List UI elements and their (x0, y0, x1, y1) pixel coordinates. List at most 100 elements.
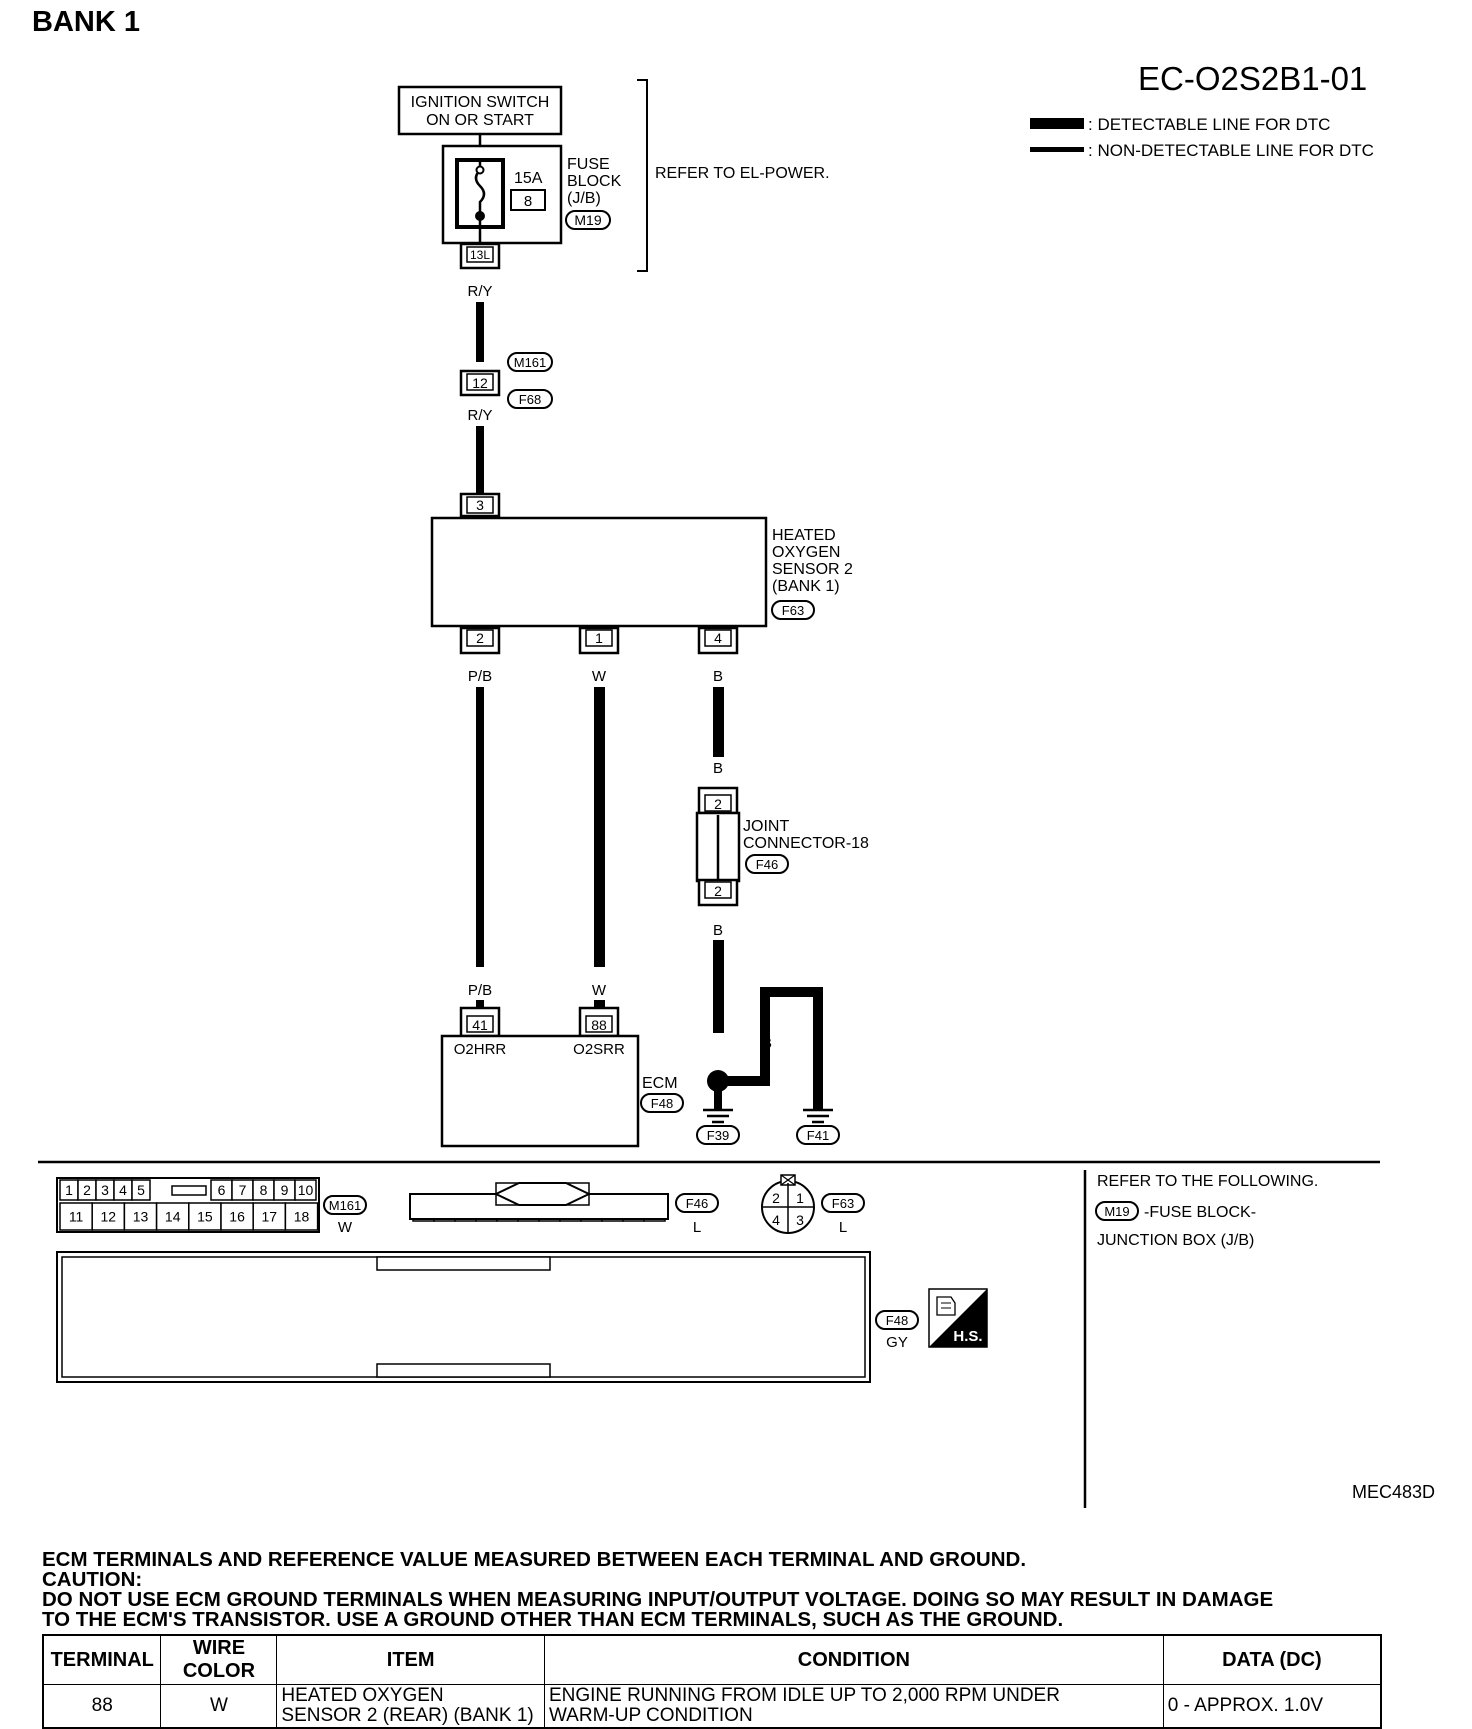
hs-label: H.S. (953, 1328, 982, 1345)
joint-pin-top: 2 (714, 796, 722, 812)
view-f48-housing (56, 1251, 871, 1383)
view-label-f46: F46 (686, 1196, 708, 1211)
wire-color-b-4: B (762, 1035, 772, 1052)
view-m161-pin-12: 12 (101, 1209, 117, 1225)
view-m161-pin-15: 15 (197, 1209, 213, 1225)
view-m161-pin-16-cell (220, 1202, 254, 1231)
connector-oval-f39 (696, 1125, 740, 1145)
wire-color-ry-1: R/Y (467, 283, 492, 300)
view-m161-pin-18: 18 (294, 1209, 310, 1225)
cell-item-line-1: HEATED OXYGEN (281, 1685, 444, 1706)
ecm-terminal-o2hrr: O2HRR (454, 1041, 507, 1058)
wire-color-b-3: B (713, 922, 723, 939)
cell-condition-line-1: ENGINE RUNNING FROM IDLE UP TO 2,000 RPM… (548, 1685, 1060, 1706)
view-m161-pin-9: 9 (281, 1182, 289, 1198)
header-wire-color: WIRE COLOR (160, 1634, 278, 1685)
wire-w (594, 687, 605, 967)
connector-oval-f63 (771, 600, 815, 620)
wire-color-b-5: B (813, 1035, 823, 1052)
wire-color-w-2: W (592, 982, 607, 999)
header-terminal: TERMINAL (42, 1634, 162, 1685)
wire-color-pb-2: P/B (468, 982, 492, 999)
view-oval-f48 (875, 1310, 919, 1330)
view-m161-housing (56, 1177, 320, 1233)
wire-color-pb-1: P/B (468, 668, 492, 685)
diagram-code: EC-O2S2B1-01 (1138, 60, 1367, 97)
view-f63-pin-b: 1 (796, 1190, 804, 1206)
pin-12: 12 (472, 375, 488, 391)
wire-b-sensor (713, 687, 724, 757)
refer-title: REFER TO THE FOLLOWING. (1097, 1173, 1318, 1190)
note-line-2: CAUTION: (42, 1568, 143, 1591)
connector-oval-m161 (507, 352, 553, 372)
sensor-pin-3: 3 (476, 497, 484, 513)
ignition-switch-label-1: IGNITION SWITCH (411, 94, 550, 111)
sensor-label-1: HEATED (772, 527, 836, 544)
figure-id: MEC483D (1352, 1482, 1435, 1502)
wire-color-ry-2: R/Y (467, 407, 492, 424)
connector-label-f68: F68 (519, 392, 541, 407)
cell-condition-line-2: WARM-UP CONDITION (548, 1705, 753, 1726)
wire-color-b-2: B (713, 760, 723, 777)
wire-color-b-1: B (713, 668, 723, 685)
view-m161-pin-13-cell (123, 1202, 158, 1231)
wire-ry-upper (476, 302, 484, 362)
view-m161-pin-14: 14 (165, 1209, 181, 1225)
connector-label-f41: F41 (807, 1128, 829, 1143)
table-row: 88 W HEATED OXYGEN SENSOR 2 (REAR) (BANK… (42, 1684, 1382, 1729)
view-oval-f46 (675, 1193, 719, 1213)
legend-thick-line (1030, 118, 1084, 129)
view-m161-pin-8: 8 (260, 1182, 268, 1198)
connector-label-f46: F46 (756, 857, 778, 872)
terminal-13l: 13L (470, 248, 490, 262)
view-m161-pin-11-cell (59, 1202, 93, 1231)
sensor-label-3: SENSOR 2 (772, 561, 853, 578)
ecm-pin-41: 41 (472, 1017, 488, 1033)
hs-icon (928, 1288, 988, 1348)
view-m161-pin-10: 10 (298, 1182, 314, 1198)
connector-oval-f41 (796, 1125, 840, 1145)
connector-label-m19: M19 (574, 212, 601, 228)
refer-desc-1: -FUSE BLOCK- (1144, 1204, 1256, 1221)
fuse-block-label-1: FUSE (567, 156, 610, 173)
ecm-reference-section: ECM TERMINALS AND REFERENCE VALUE MEASUR… (42, 1548, 1382, 1729)
cell-wire-color: W (160, 1684, 278, 1729)
sensor-pin-1: 1 (595, 630, 603, 646)
view-m161-pin-6: 6 (218, 1182, 226, 1198)
connector-oval-f46 (745, 854, 789, 874)
sensor-pin-4: 4 (714, 630, 722, 646)
sensor-label-4: (BANK 1) (772, 578, 840, 595)
view-label-f48: F48 (886, 1313, 908, 1328)
legend-non-detectable: : NON-DETECTABLE LINE FOR DTC (1088, 141, 1374, 160)
view-label-m161: M161 (329, 1198, 362, 1213)
view-color-m161: W (338, 1219, 353, 1236)
view-m161-pin-2: 2 (83, 1182, 91, 1198)
view-m161-pin-10-cell (294, 1179, 317, 1201)
wire-pb (476, 687, 484, 967)
wire-b-ground (713, 940, 724, 1033)
view-m161-lock (171, 1185, 207, 1196)
view-oval-f63 (821, 1193, 865, 1213)
wire-ry-lower (476, 426, 484, 494)
view-m161-pin-5-cell (131, 1179, 151, 1201)
cell-data: 0 - APPROX. 1.0V (1162, 1684, 1382, 1729)
view-m161-pin-18-cell (284, 1202, 319, 1231)
fuse-block-label-2: BLOCK (567, 173, 622, 190)
connector-label-f63: F63 (782, 603, 804, 618)
ignition-switch-label-2: ON OR START (426, 112, 534, 129)
joint-label-1: JOINT (743, 818, 789, 835)
view-f63-pin-a: 2 (772, 1190, 780, 1206)
cell-condition: ENGINE RUNNING FROM IDLE UP TO 2,000 RPM… (543, 1684, 1164, 1729)
fuse-number: 8 (524, 193, 532, 210)
view-m161-pin-4: 4 (119, 1182, 127, 1198)
view-m161-pin-17: 17 (262, 1209, 278, 1225)
ignition-switch-box (397, 85, 563, 136)
view-f63-pin-c: 4 (772, 1212, 780, 1228)
view-m161-pin-15-cell (188, 1202, 222, 1231)
refer-conn-m19: M19 (1104, 1204, 1129, 1219)
ecm-terminal-table: TERMINAL WIRE COLOR ITEM CONDITION DATA … (42, 1634, 1382, 1729)
view-color-f63: L (839, 1219, 847, 1236)
connector-label-f48: F48 (651, 1096, 673, 1111)
note-line-1: ECM TERMINALS AND REFERENCE VALUE MEASUR… (42, 1548, 1027, 1571)
view-m161-pin-12-cell (91, 1202, 126, 1231)
